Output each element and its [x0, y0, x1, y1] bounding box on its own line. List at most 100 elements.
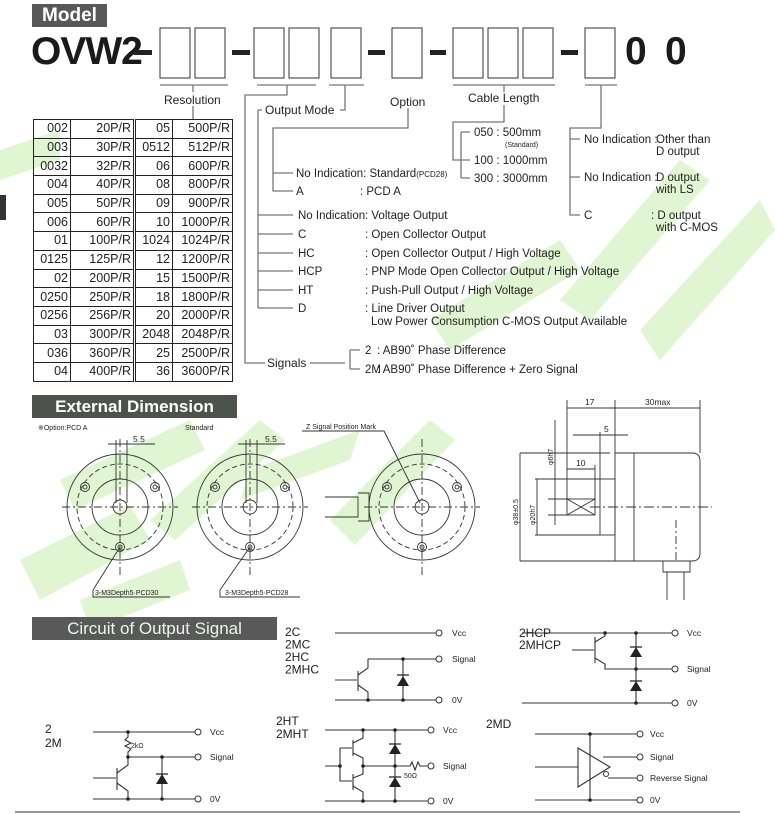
resolution-code: 004 [33, 175, 71, 195]
resolution-value: 20P/R [70, 119, 135, 139]
last-option-desc: with LS [655, 184, 694, 196]
resolution-label: Resolution [164, 93, 221, 107]
pcd30-label: 3-M3Depth5·PCD30 [95, 590, 159, 597]
dim-10: 10 [576, 458, 586, 468]
dim-phi20: φ20h7 [530, 505, 537, 525]
output-mode-desc: : Line Driver Output [365, 303, 466, 315]
signal-terminal-label: Signal [452, 654, 476, 664]
model-name: OVW2 [31, 30, 143, 73]
z-signal-mark-label: Z Signal Position Mark [306, 424, 377, 431]
resolution-value: 1000P/R [172, 212, 233, 233]
resolution-code: 0125 [33, 249, 71, 270]
output-mode-desc: : PNP Mode Open Collector Output / High … [365, 266, 619, 278]
vcc-terminal-label: Vcc [687, 628, 702, 638]
option-standard: No Indication: Standard(PCD28) [296, 168, 448, 180]
zero-v-terminal-label: 0V [452, 695, 463, 705]
resolution-code: 0250 [33, 287, 71, 307]
last-option-desc: with C-MOS [655, 222, 718, 234]
cable-length-label: Cable Length [468, 91, 539, 105]
model-section-title: Model [32, 4, 107, 27]
resolution-value: 600P/R [172, 156, 233, 177]
resolution-value: 32P/R [70, 156, 135, 177]
signal-code: 2M [365, 364, 381, 376]
last-option-code: C [584, 210, 592, 222]
option-pcd-a-label: ※Option:PCD A [38, 425, 88, 432]
circuit-model-label: 2HT [276, 714, 299, 728]
signals-label: Signals [267, 356, 306, 370]
resolution-value: 2000P/R [172, 305, 233, 326]
resolution-code: 15 [133, 268, 173, 289]
resolution-value: 500P/R [172, 119, 233, 139]
dim-phi38: φ38±0.5 [513, 499, 520, 525]
output-mode-desc: : Open Collector Output [365, 229, 487, 241]
resolution-value: 300P/R [70, 324, 135, 345]
output-mode-desc: : Push-Pull Output / High Voltage [365, 285, 533, 297]
circuit-model-label: 2MD [486, 717, 512, 731]
circuit-model-label: 2HCP [519, 626, 551, 640]
resolution-value: 400P/R [70, 361, 135, 382]
option-label: Option [390, 95, 425, 109]
resolution-value: 2048P/R [172, 324, 233, 345]
output-mode-label: Output Mode [265, 103, 335, 117]
vcc-terminal-label: Vcc [443, 725, 458, 735]
reverse-signal-terminal-label: Reverse Signal [650, 773, 708, 783]
vcc-terminal-label: Vcc [210, 727, 225, 737]
circuit-model-label: 2MC [285, 638, 311, 652]
output-mode-code: No Indication [298, 210, 365, 222]
circuit-model-label: 2HC [285, 650, 309, 664]
resolution-value: 256P/R [70, 305, 135, 326]
zero-v-terminal-label: 0V [650, 795, 661, 805]
circuit-model-label: 2MHT [276, 727, 309, 741]
standard-label: Standard [185, 425, 214, 432]
output-mode-code: HT [298, 285, 313, 297]
signal-terminal-label: Signal [443, 761, 467, 771]
resolution-value: 3600P/R [172, 361, 233, 382]
output-mode-code: D [298, 303, 306, 315]
pcd28-label: 3-M3Depth5·PCD28 [225, 590, 289, 597]
external-dimension-title: External Dimension [32, 395, 237, 418]
resistor-2k-label: 2kΩ [131, 743, 144, 750]
dim-5-5: 5.5 [265, 434, 277, 444]
resolution-value: 250P/R [70, 287, 135, 307]
circuit-model-label: 2MHCP [519, 638, 561, 652]
resolution-code: 06 [133, 156, 173, 177]
last-option-desc: Other than [656, 134, 710, 146]
model-suffix-digit: 0 [625, 30, 647, 73]
zero-v-terminal-label: 0V [443, 796, 454, 806]
signal-terminal-label: Signal [650, 752, 674, 762]
cable-option: 100 : 1000mm [474, 155, 548, 167]
dim-phi6: φ6h7 [548, 449, 555, 465]
circuit-model-label: 2C [285, 625, 301, 639]
dim-30max: 30max [645, 397, 671, 407]
vcc-terminal-label: Vcc [452, 628, 467, 638]
resolution-code: 04 [33, 361, 71, 382]
output-mode-desc: Low Power Consumption C-MOS Output Avail… [371, 316, 627, 328]
resolution-value: 2500P/R [172, 343, 233, 363]
signal-terminal-label: Signal [687, 664, 711, 674]
zero-v-terminal-label: 0V [210, 794, 221, 804]
dim-5-5: 5.5 [133, 434, 145, 444]
output-mode-code: HCP [298, 266, 323, 278]
zero-v-terminal-label: 0V [687, 698, 698, 708]
resistor-50-label: 50Ω [404, 773, 417, 780]
model-suffix-digit: 0 [665, 30, 687, 73]
cable-standard-note: (Standard) [505, 142, 538, 149]
signal-terminal-label: Signal [210, 752, 234, 762]
last-option-code: No Indication : [584, 172, 658, 184]
resolution-code: 0256 [33, 305, 71, 326]
dim-5: 5 [604, 424, 609, 434]
